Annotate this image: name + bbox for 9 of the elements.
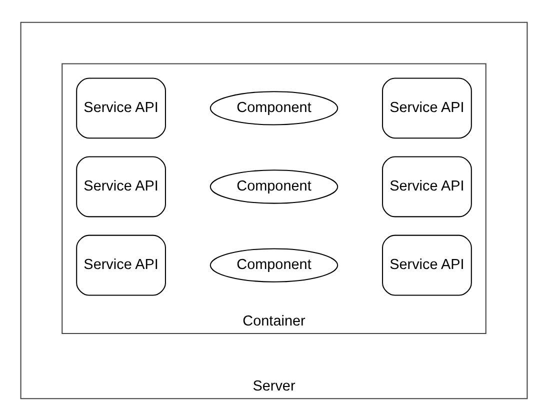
- node-box: Service API: [76, 234, 166, 296]
- node-box: Service API: [382, 77, 472, 138]
- node-ellipse: Component: [210, 90, 338, 125]
- node-box: Service API: [382, 156, 472, 217]
- node-ellipse: Component: [210, 169, 338, 204]
- node-box: Service API: [76, 77, 166, 138]
- node-ellipse: Component: [210, 248, 338, 282]
- node-box: Service API: [382, 234, 472, 296]
- node-box: Service API: [76, 156, 166, 217]
